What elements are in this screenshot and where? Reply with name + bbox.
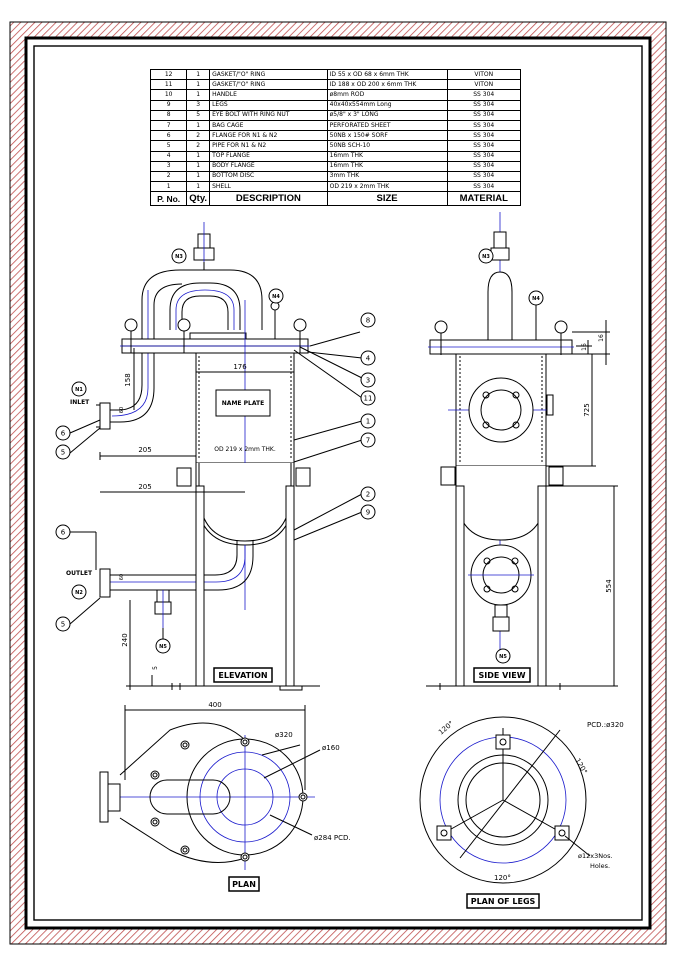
side-nozzle-n4-label: N4 [532,296,540,302]
plan-view [99,705,321,870]
nozzle-n2-label: N2 [75,590,83,596]
dim-60-outlet: 60 [119,574,125,580]
dim-205-upper: 205 [138,446,151,454]
elevation-view [69,222,363,691]
dim-phi320: ø320 [275,731,293,739]
part-balloon-number: 11 [364,395,373,403]
dim-phi160: ø160 [322,744,340,752]
bom-header-size: SIZE [326,191,448,207]
dim-725: 725 [583,403,591,416]
dim-176: 176 [233,363,247,371]
dim-554: 554 [605,579,613,593]
part-balloon [360,372,376,388]
dim-16-a: 16 [598,334,605,342]
legs-holes-label: ø12x3Nos. [578,852,613,860]
legs-pcd-label: PCD.:ø320 [587,721,624,729]
bom-cell-size: OD 219 x 2mm THK [326,181,448,193]
part-balloon-number: 9 [366,509,370,517]
legs-angle-2: 120° [573,757,588,776]
part-balloon [360,504,376,520]
bom-header-desc: DESCRIPTION [209,191,328,207]
part-balloon-number: 2 [366,491,370,499]
part-balloon [360,432,376,448]
dim-158: 158 [124,373,132,386]
side-nozzle-n3-label: N3 [482,254,490,260]
part-balloon-number: 1 [366,418,370,426]
nozzle-n5-label: N5 [159,644,167,650]
part-balloon-number: 6 [61,529,66,537]
side-view-title: SIDE VIEW [478,671,525,680]
part-balloon [360,350,376,366]
part-balloon-number: 3 [366,377,370,385]
part-balloon [360,486,376,502]
part-balloon-number: 6 [61,430,66,438]
outlet-label: OUTLET [66,570,93,577]
part-balloon-number: 8 [366,317,370,325]
part-balloon [55,616,71,632]
part-balloon [360,413,376,429]
part-balloon [55,425,71,441]
part-balloon-number: 5 [61,449,65,457]
plan-title: PLAN [232,880,256,889]
dim-400: 400 [208,701,221,709]
dim-205-lower: 205 [138,483,151,491]
legs-angle-3: 120° [494,874,511,882]
plan-of-legs-view [419,716,591,884]
bom-header-pno: P. No. [149,191,188,207]
dim-5: 5 [152,666,159,670]
part-balloon-number: 5 [61,621,65,629]
dim-240: 240 [121,633,129,646]
part-balloon [55,524,71,540]
side-nozzle-n5-label: N5 [499,654,507,660]
part-balloon-number: 7 [366,437,370,445]
part-balloon [55,444,71,460]
elevation-title: ELEVATION [218,671,267,680]
part-balloon-number: 4 [366,355,371,363]
nozzle-n1-label: N1 [75,387,83,393]
legs-angle-1: 120° [437,720,455,737]
bom-cell-pno: 1 [149,181,188,193]
name-plate-label: NAME PLATE [222,400,264,407]
nozzle-n4-label: N4 [272,294,280,300]
dim-16-b: 16 [581,343,588,351]
legs-holes-label-2: Holes. [590,862,610,870]
shell-note: OD 219 x 2mm THK. [214,446,276,453]
nozzle-n3-label: N3 [175,254,183,260]
bom-cell-mat: SS 304 [446,181,521,193]
part-balloon [360,312,376,328]
drawing-frame [33,45,643,921]
inlet-label: INLET [70,399,90,406]
dim-60-inlet: 60 [119,407,125,413]
dim-phi284-pcd: ø284 PCD. [314,834,351,842]
side-view [426,212,618,690]
bom-header-mat: MATERIAL [446,191,521,207]
part-balloon [360,390,376,406]
plan-of-legs-title: PLAN OF LEGS [471,897,536,906]
